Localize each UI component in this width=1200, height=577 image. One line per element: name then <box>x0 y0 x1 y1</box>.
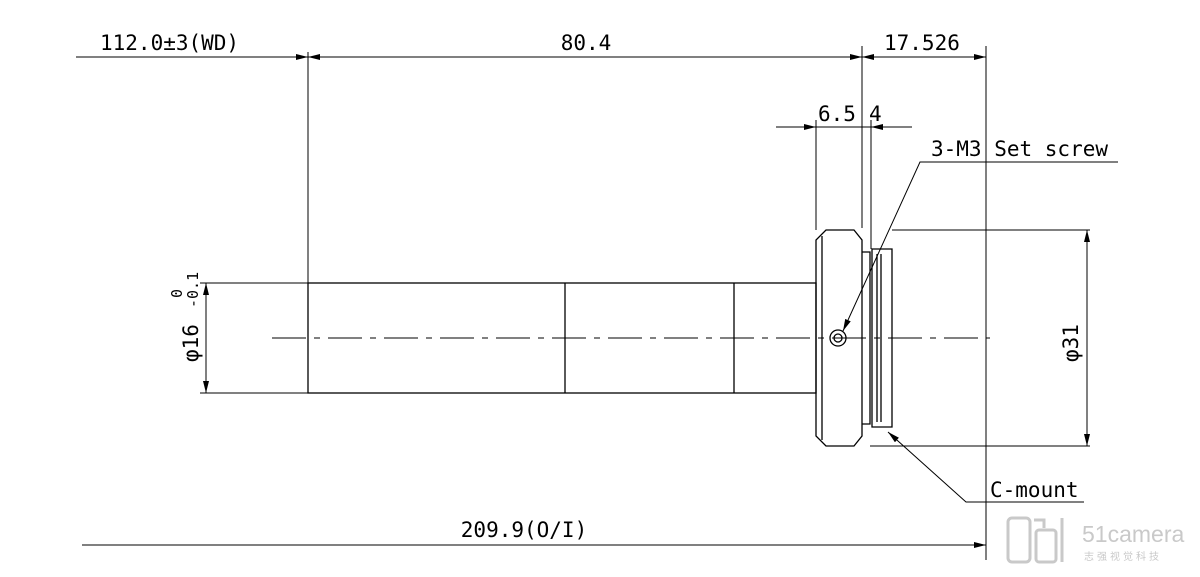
dim-front-tol-upper: 0 <box>168 289 186 298</box>
leader-c-mount <box>887 431 984 503</box>
leader-set-screw <box>842 161 926 332</box>
dim-flange-label: 17.526 <box>884 31 960 55</box>
dim-front-diameter-label: φ16 <box>179 324 203 362</box>
dim-overall-label: 209.9(O/I) <box>461 518 587 542</box>
watermark-name: 51camera <box>1082 521 1184 547</box>
watermark-logo: 51camera 志强视觉科技 <box>1006 516 1184 564</box>
dim-mount-diameter-label: φ31 <box>1059 324 1083 362</box>
dim-wd-label: 112.0±3(WD) <box>100 31 239 55</box>
dim-thread-label: 4 <box>869 102 882 126</box>
dim-collar-label: 6.5 <box>818 102 856 126</box>
dim-body-label: 80.4 <box>561 31 612 55</box>
callout-set-screw: 3-M3 Set screw <box>931 137 1108 161</box>
watermark-subtitle: 志强视觉科技 <box>1084 550 1162 563</box>
extension-lines <box>200 46 1090 560</box>
camera-logo-icon <box>1006 516 1064 564</box>
callout-c-mount: C-mount <box>990 478 1079 502</box>
dim-front-tol-lower: -0.1 <box>184 272 202 308</box>
dim-front-diameter-group: φ16 0 -0.1 <box>168 272 203 362</box>
